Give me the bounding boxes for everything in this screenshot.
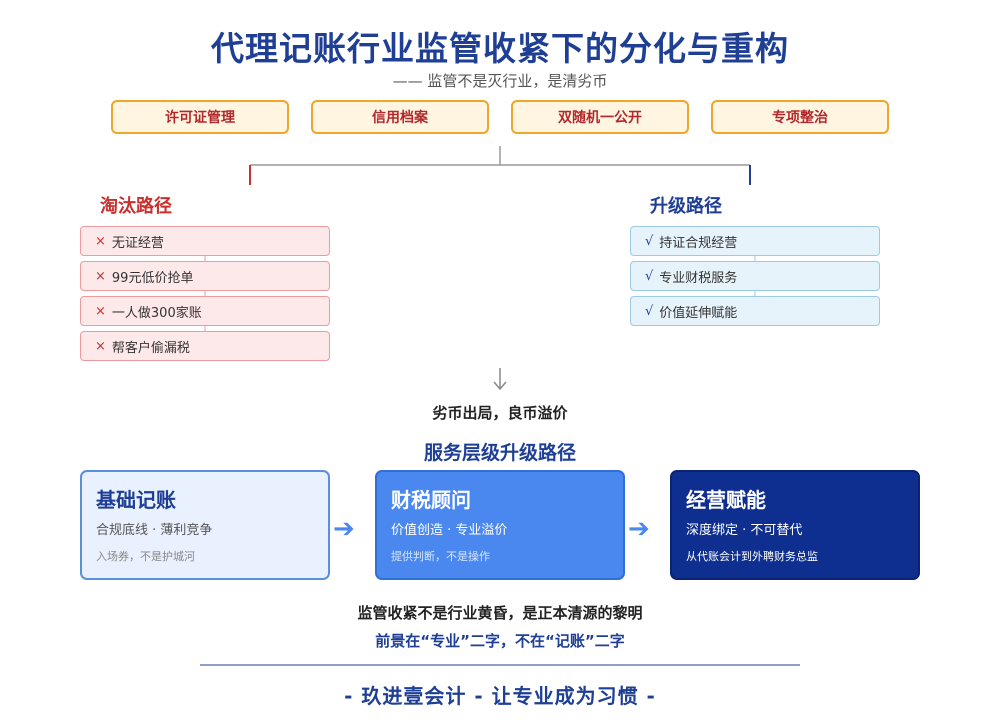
level-card-business-empowerment: 经营赋能 深度绑定 · 不可替代 从代账会计到外聘财务总监: [670, 470, 920, 580]
page-subtitle: —— 监管不是灭行业，是清劣币: [392, 72, 608, 90]
cross-icon: ×: [95, 268, 106, 284]
arrow-right-icon: ➔: [628, 514, 650, 544]
arrow-right-icon: ➔: [333, 514, 355, 544]
page-title: 代理记账行业监管收紧下的分化与重构: [211, 29, 789, 68]
ladder-title: 服务层级升级路径: [423, 442, 576, 464]
level-card-title: 经营赋能: [686, 488, 766, 512]
level-card-subtitle: 价值创造 · 专业溢价: [391, 523, 508, 538]
upgrade-item: √ 持证合规经营: [630, 226, 880, 256]
cross-icon: ×: [95, 233, 106, 249]
check-icon: √: [645, 268, 654, 284]
elimination-item: × 99元低价抢单: [80, 261, 330, 291]
elimination-item: × 无证经营: [80, 226, 330, 256]
upgrade-path-title: 升级路径: [650, 196, 722, 217]
upgrade-item-label: 持证合规经营: [659, 235, 738, 251]
elimination-item-label: 无证经营: [111, 235, 164, 251]
cross-icon: ×: [95, 338, 106, 354]
level-card-title: 基础记账: [96, 488, 176, 512]
check-icon: √: [645, 233, 654, 249]
level-card-note: 入场券，不是护城河: [96, 550, 195, 563]
level-card-basic-bookkeeping: 基础记账 合规底线 · 薄利竞争 入场券，不是护城河: [80, 470, 330, 580]
policy-tag-credit: 信用档案: [311, 100, 489, 134]
upgrade-item: √ 专业财税服务: [630, 261, 880, 291]
elimination-item-label: 99元低价抢单: [111, 270, 194, 286]
level-card-note: 从代账会计到外聘财务总监: [686, 550, 818, 563]
footer-slogan: - 玖进壹会计 - 让专业成为习惯 -: [344, 684, 656, 708]
market-outcome-text: 劣币出局，良币溢价: [432, 404, 568, 422]
level-card-tax-advisory: 财税顾问 价值创造 · 专业溢价 提供判断，不是操作: [375, 470, 625, 580]
elimination-item-label: 一人做300家账: [111, 305, 202, 321]
level-card-note: 提供判断，不是操作: [391, 550, 490, 563]
cross-icon: ×: [95, 303, 106, 319]
elimination-item: × 帮客户偷漏税: [80, 331, 330, 361]
elimination-item-label: 帮客户偷漏税: [111, 340, 190, 356]
elimination-path-title: 淘汰路径: [100, 196, 172, 217]
upgrade-item-label: 专业财税服务: [659, 270, 738, 286]
conclusion-line-2: 前景在“专业”二字，不在“记账”二字: [375, 632, 625, 650]
elimination-item: × 一人做300家账: [80, 296, 330, 326]
policy-tag-license: 许可证管理: [111, 100, 289, 134]
level-card-subtitle: 合规底线 · 薄利竞争: [96, 523, 213, 538]
policy-tag-random-inspection: 双随机一公开: [511, 100, 689, 134]
policy-tag-special-rectification: 专项整治: [711, 100, 889, 134]
conclusion-line-1: 监管收紧不是行业黄昏，是正本清源的黎明: [357, 604, 643, 622]
upgrade-item-label: 价值延伸赋能: [659, 305, 738, 321]
level-card-title: 财税顾问: [391, 488, 471, 512]
upgrade-item: √ 价值延伸赋能: [630, 296, 880, 326]
level-card-subtitle: 深度绑定 · 不可替代: [686, 523, 803, 538]
check-icon: √: [645, 303, 654, 319]
down-arrow-head: [493, 381, 507, 391]
